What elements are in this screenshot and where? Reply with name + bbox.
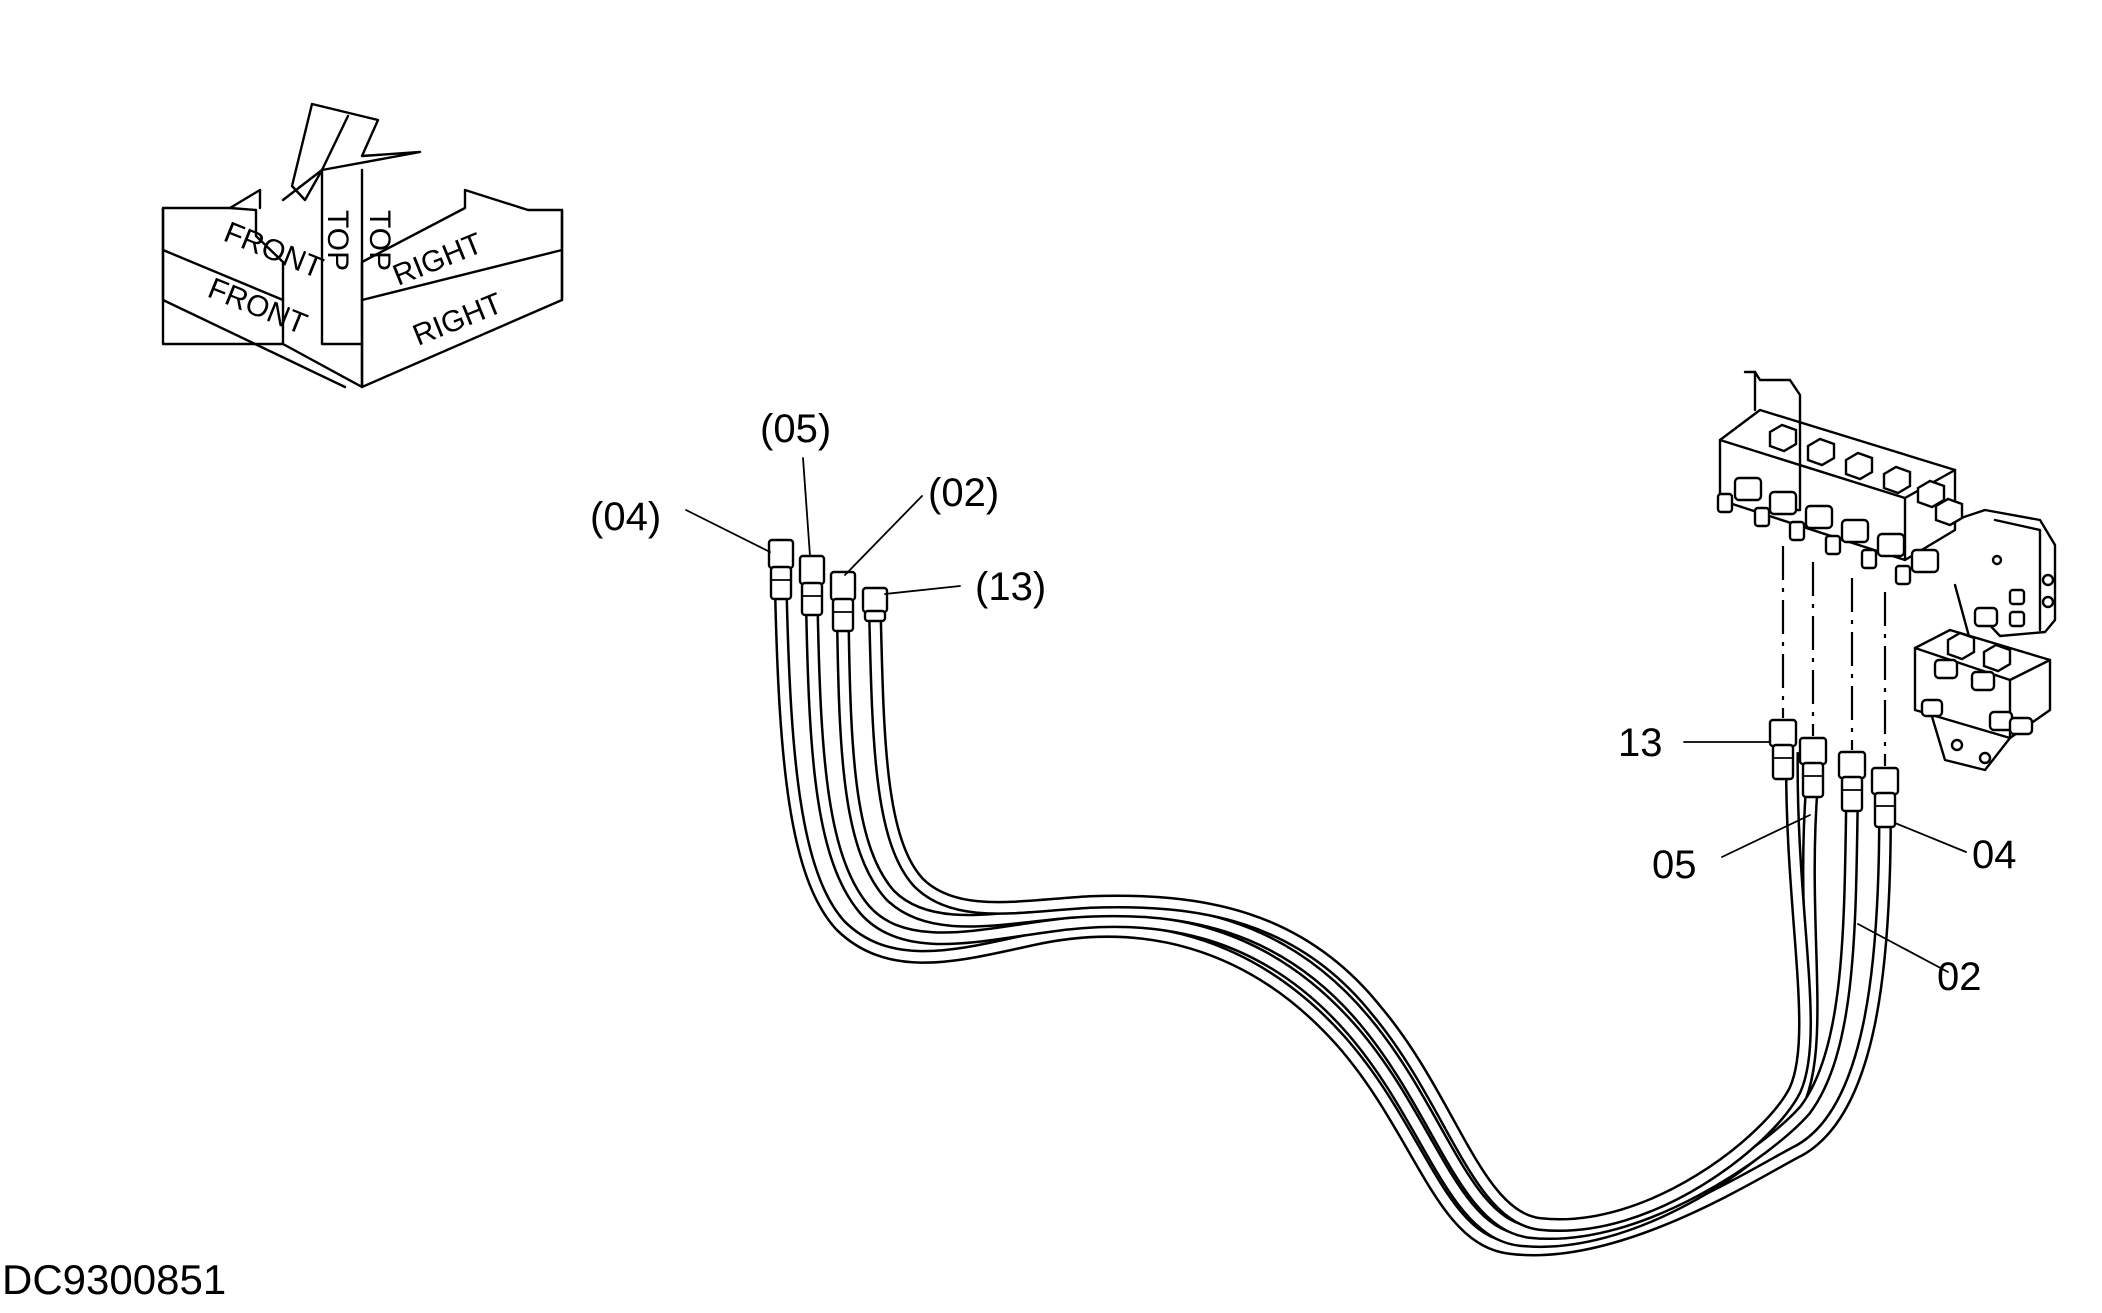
lower-callout-leaders <box>1683 741 1967 973</box>
orientation-top-label-a: TOP <box>321 210 354 271</box>
fitting-13-lower <box>1768 718 1798 781</box>
orientation-symbol: TOP TOP FRONT FRONT RIGHT RIGHT <box>161 102 564 389</box>
callout-05-lower: 05 <box>1652 843 1697 887</box>
control-valve-block <box>1716 370 2057 772</box>
callout-13-lower: 13 <box>1618 721 1663 765</box>
orientation-front-label-b: FRONT <box>203 272 311 341</box>
upper-hose-fittings <box>767 538 889 633</box>
connection-centre-lines <box>1781 546 1887 766</box>
upper-callout-leaders <box>685 457 961 595</box>
fitting-04-lower <box>1870 766 1900 829</box>
drawing-id: DC9300851 <box>2 1256 226 1303</box>
callout-04-upper: (04) <box>590 495 661 539</box>
callout-13-upper: (13) <box>975 565 1046 609</box>
fitting-13-upper <box>861 586 889 623</box>
orientation-right-label-a: RIGHT <box>388 227 487 293</box>
callout-02-upper: (02) <box>928 471 999 515</box>
orientation-top-label-b: TOP <box>363 210 396 271</box>
orientation-right-label-b: RIGHT <box>408 287 507 353</box>
fitting-02-lower <box>1837 750 1867 813</box>
hose-bundle <box>774 596 1892 1257</box>
fitting-05-upper <box>798 554 826 617</box>
lower-hose-fittings <box>1768 718 1900 829</box>
orientation-front-label-a: FRONT <box>219 216 327 285</box>
fitting-04-upper <box>767 538 795 601</box>
fitting-05-lower <box>1798 736 1828 799</box>
callout-04-lower: 04 <box>1972 833 2017 877</box>
callout-02-lower: 02 <box>1937 955 1982 999</box>
callout-05-upper: (05) <box>760 407 831 451</box>
fitting-02-upper <box>829 570 857 633</box>
